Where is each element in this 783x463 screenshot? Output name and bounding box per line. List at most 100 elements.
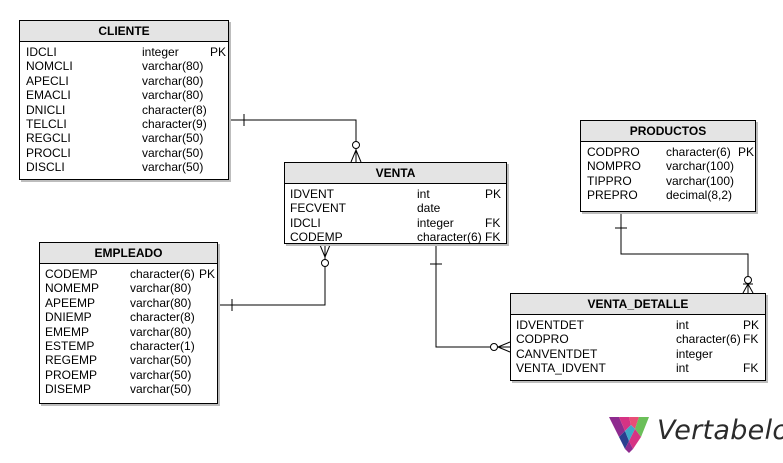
column-type: decimal(8,2) (666, 188, 733, 203)
column-row[interactable]: TELCLI character(9) (20, 117, 228, 131)
column-name: VENTA_IDVENT (516, 361, 606, 376)
column-row[interactable]: APEEMP varchar(80) (40, 296, 217, 310)
column-type: int (417, 187, 430, 201)
column-name: IDVENTDET (516, 318, 585, 332)
column-name: TIPPRO (587, 173, 632, 188)
relationship-cliente-venta (229, 114, 362, 163)
column-row[interactable]: NOMCLI varchar(80) (20, 59, 228, 73)
column-name: NOMCLI (26, 59, 73, 74)
column-key: PK (210, 45, 227, 59)
column-name: IDCLI (26, 45, 57, 59)
table-title: EMPLEADO (40, 243, 217, 264)
column-name: CODEMP (290, 230, 343, 245)
column-name: REGCLI (26, 131, 71, 146)
column-type: character(9) (142, 116, 207, 131)
column-key: FK (485, 230, 501, 245)
column-type: character(6) (676, 332, 741, 347)
column-name: CODEMP (45, 267, 98, 281)
column-name: CANVENTDET (516, 346, 598, 361)
column-type: varchar(100) (666, 173, 735, 188)
logo-text: Vertabelo (657, 415, 783, 446)
table-empleado[interactable]: EMPLEADO CODEMP character(6) PK NOMEMP varch… (39, 242, 218, 404)
column-row[interactable]: REGEMP varchar(50) (40, 353, 217, 367)
column-row[interactable]: ESTEMP character(1) (40, 339, 217, 353)
table-title: CLIENTE (20, 21, 228, 42)
column-row[interactable]: APECLI varchar(80) (20, 74, 228, 88)
column-name: TELCLI (26, 116, 67, 131)
column-type: character(6) (666, 145, 731, 159)
relationship-productos-ventadetalle (615, 212, 754, 294)
column-row[interactable]: NOMEMP varchar(80) (40, 281, 217, 295)
column-name: CODPRO (516, 332, 569, 347)
column-type: varchar(80) (130, 281, 192, 296)
column-name: PROCLI (26, 145, 71, 160)
column-type: character(6) (417, 230, 482, 245)
column-name: APEEMP (45, 295, 96, 310)
table-title: VENTA (285, 163, 506, 184)
column-key: PK (199, 267, 216, 281)
column-row[interactable]: IDCLI integer PK (20, 45, 228, 59)
column-row[interactable]: CODEMP character(6)FK (285, 230, 506, 244)
column-type: varchar(80) (142, 59, 204, 74)
column-type: date (417, 201, 441, 216)
column-type: int (676, 318, 689, 332)
column-name: EMACLI (26, 88, 71, 103)
column-name: APECLI (26, 73, 69, 88)
column-type: character(8) (130, 310, 195, 325)
column-type: varchar(50) (142, 145, 204, 160)
column-name: DNICLI (26, 102, 66, 117)
column-type: varchar(100) (666, 159, 735, 174)
column-type: varchar(80) (142, 73, 204, 88)
column-row[interactable]: CODEMP character(6) PK (40, 267, 217, 281)
column-type: integer (142, 45, 179, 59)
column-key: PK (485, 187, 502, 201)
column-row[interactable]: CANVENTDET integer (511, 347, 765, 361)
column-row[interactable]: CODPRO character(6) PK (581, 145, 755, 159)
column-row[interactable]: PROEMP varchar(50) (40, 368, 217, 382)
column-type: varchar(80) (130, 295, 192, 310)
column-type: varchar(50) (130, 367, 192, 382)
table-title: PRODUCTOS (581, 121, 755, 142)
column-row[interactable]: TIPPRO varchar(100) (581, 174, 755, 188)
column-name: REGEMP (45, 353, 98, 368)
column-type: character(6) (130, 267, 195, 281)
column-name: ESTEMP (45, 338, 95, 353)
column-row[interactable]: IDVENT int PK (285, 187, 506, 201)
column-type: integer (417, 215, 454, 230)
column-key: PK (738, 145, 755, 159)
column-name: PROEMP (45, 367, 98, 382)
column-type: integer (676, 346, 713, 361)
column-type: varchar(50) (130, 353, 192, 368)
column-name: IDVENT (290, 187, 335, 201)
column-row[interactable]: REGCLI varchar(50) (20, 131, 228, 145)
vertabelo-logo: Vertabelo (607, 411, 783, 455)
column-name: CODPRO (587, 145, 640, 159)
column-type: character(1) (130, 338, 195, 353)
column-type: varchar(50) (142, 131, 204, 146)
column-name: NOMEMP (45, 281, 99, 296)
column-row[interactable]: PROCLI varchar(50) (20, 146, 228, 160)
column-key: FK (485, 215, 501, 230)
